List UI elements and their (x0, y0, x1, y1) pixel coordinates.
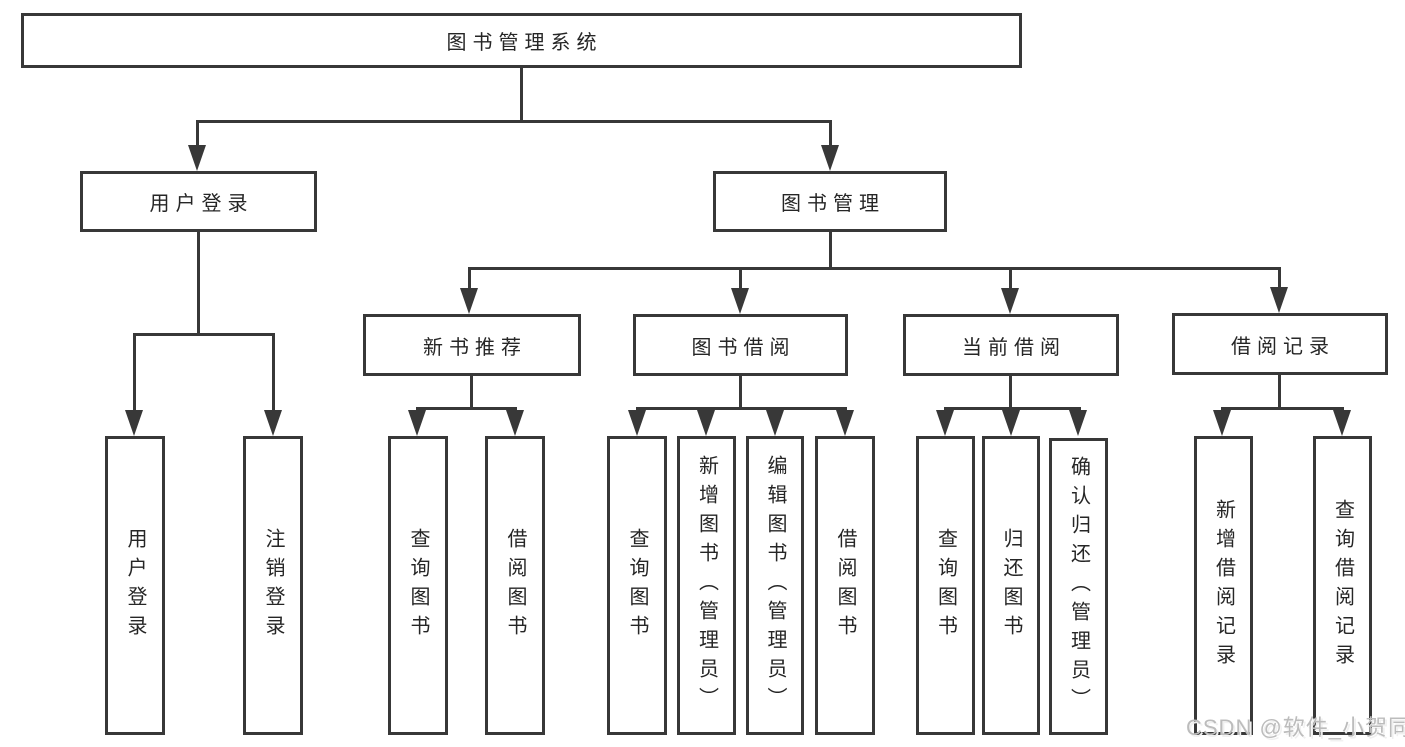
connector-line (416, 407, 517, 410)
connector-line (1278, 267, 1281, 291)
connector-arrowhead (188, 145, 206, 171)
leaf-record-add-borrow-record: 新增借阅记录 (1194, 436, 1253, 735)
connector-arrowhead (1270, 287, 1288, 313)
connector-line (739, 267, 742, 291)
leaf-recommend-query-books: 查询图书 (388, 436, 448, 735)
node-book-management: 图书管理 (713, 171, 947, 232)
connector-line (196, 120, 199, 148)
connector-line (468, 267, 1281, 270)
connector-arrowhead (408, 410, 426, 436)
connector-line (470, 374, 473, 409)
connector-line (1009, 374, 1012, 409)
connector-line (272, 333, 275, 413)
connector-line (197, 230, 200, 336)
connector-line (829, 230, 832, 270)
connector-arrowhead (264, 410, 282, 436)
leaf-borrow-add-books-admin: 新增图书（管理员） (677, 436, 736, 735)
connector-arrowhead (1001, 288, 1019, 314)
connector-line (1278, 375, 1281, 409)
connector-line (829, 120, 832, 148)
connector-line (468, 267, 471, 291)
leaf-logout: 注销登录 (243, 436, 303, 735)
connector-line (739, 374, 742, 409)
node-book-borrow: 图书借阅 (633, 314, 848, 376)
connector-line (636, 407, 846, 410)
node-user-login: 用户登录 (80, 171, 317, 232)
leaf-borrow-borrow-books: 借阅图书 (815, 436, 875, 735)
node-borrow-record: 借阅记录 (1172, 313, 1388, 375)
connector-line (133, 333, 275, 336)
connector-arrowhead (506, 410, 524, 436)
connector-arrowhead (1002, 410, 1020, 436)
node-new-book-recommend: 新书推荐 (363, 314, 581, 376)
connector-line (520, 66, 523, 123)
connector-arrowhead (731, 288, 749, 314)
connector-arrowhead (836, 410, 854, 436)
connector-arrowhead (697, 410, 715, 436)
connector-arrowhead (125, 410, 143, 436)
connector-line (133, 333, 136, 413)
connector-arrowhead (821, 145, 839, 171)
leaf-current-return-books: 归还图书 (982, 436, 1040, 735)
connector-arrowhead (628, 410, 646, 436)
connector-arrowhead (1333, 410, 1351, 436)
connector-arrowhead (460, 288, 478, 314)
connector-line (196, 120, 832, 123)
connector-line (1009, 267, 1012, 291)
csdn-watermark: CSDN @软件_小贺同学 (1186, 715, 1405, 740)
connector-line (1221, 407, 1344, 410)
leaf-user-login: 用户登录 (105, 436, 165, 735)
connector-arrowhead (1069, 410, 1087, 436)
node-root-system: 图书管理系统 (21, 13, 1022, 68)
leaf-recommend-borrow-books: 借阅图书 (485, 436, 545, 735)
leaf-record-query-borrow-record: 查询借阅记录 (1313, 436, 1372, 735)
leaf-borrow-edit-books-admin: 编辑图书（管理员） (746, 436, 804, 735)
leaf-current-confirm-return-admin: 确认归还（管理员） (1049, 438, 1108, 735)
connector-arrowhead (936, 410, 954, 436)
leaf-borrow-query-books: 查询图书 (607, 436, 667, 735)
connector-arrowhead (766, 410, 784, 436)
leaf-current-query-books: 查询图书 (916, 436, 975, 735)
connector-arrowhead (1213, 410, 1231, 436)
node-current-borrow: 当前借阅 (903, 314, 1119, 376)
